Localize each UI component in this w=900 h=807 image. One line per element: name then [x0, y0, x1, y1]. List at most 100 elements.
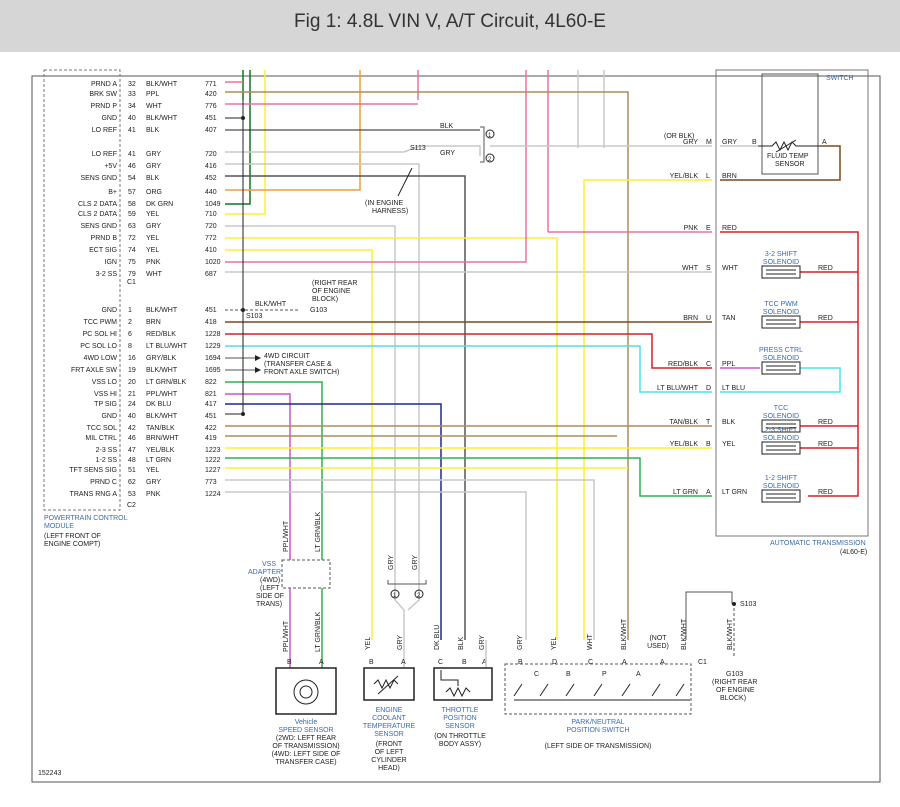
wire-trans-ltblu: [720, 367, 841, 393]
pcm-pin-number: 58: [128, 201, 136, 208]
vss-adapter-l5: SIDE OF: [256, 593, 284, 600]
trans-wire-color: YEL/BLK: [670, 441, 699, 448]
pcm-pin-circuit: 416: [205, 163, 217, 170]
pcm-pin-circuit: 772: [205, 235, 217, 242]
fluid-temp-box: [761, 73, 819, 175]
trans-out-color: RED: [818, 265, 833, 272]
tps-wire-c: DK BLU: [434, 625, 441, 650]
pnp-loc-line: (LEFT SIDE OF TRANSMISSION): [545, 743, 652, 750]
wire-ign: [225, 232, 527, 263]
ect-gry-wire: [394, 585, 420, 668]
trans-solenoid-name: TCC: [774, 405, 788, 412]
pcm-pin-circuit: 1228: [205, 331, 221, 338]
wire-cls2-yel: [225, 225, 396, 585]
s113-arrow: [397, 167, 413, 197]
pcm-pin-circuit: 418: [205, 319, 217, 326]
pcm-pin-circuit: 1222: [205, 457, 221, 464]
pcm-pin-label: TRANS RNG A: [70, 491, 118, 498]
pcm-pin-circuit: 407: [205, 127, 217, 134]
s113-blk: BLK: [440, 123, 454, 130]
trans-solenoid-coil-icon: [766, 365, 796, 371]
trans-inner-color: LT BLU: [722, 385, 745, 392]
pcm-pin-color: YEL: [146, 467, 159, 474]
s103-blkwht-upper: BLK/WHT: [255, 301, 287, 308]
trans-wire-color: TAN/BLK: [669, 419, 698, 426]
trans-pin: A: [706, 489, 711, 496]
tps-label-line: POSITION: [443, 715, 476, 722]
pcm-pin-circuit: 771: [205, 81, 217, 88]
pnp-g103-loc-3: BLOCK): [720, 695, 746, 702]
ect-gry2: GRY: [412, 555, 419, 570]
s113-n2: 2: [488, 157, 492, 163]
pcm-pin-number: 42: [128, 425, 136, 432]
pnp-pin-label: C: [588, 659, 593, 666]
pcm-pin-color: PPL/WHT: [146, 391, 178, 398]
g103-loc-upper-2: OF ENGINE: [312, 288, 351, 295]
trans-solenoid-name: TCC PWM: [764, 301, 798, 308]
wire-vss-lo: [225, 381, 323, 560]
ect-wire-a: GRY: [397, 635, 404, 650]
trans-out-color: RED: [818, 315, 833, 322]
s113-label: S113: [410, 145, 426, 152]
vss-adapter-l6: TRANS): [256, 601, 282, 608]
pcm-pin-number: 1: [128, 307, 132, 314]
pcm-pin-label: TCC PWM: [84, 319, 118, 326]
wire-vss-hi: [225, 393, 291, 560]
trans-wire-color: PNK: [684, 225, 699, 232]
pcm-pin-label: 3-2 SS: [96, 271, 118, 278]
pcm-pin-color: BLK/WHT: [146, 367, 178, 374]
pcm-pin-number: 63: [128, 223, 136, 230]
trans-solenoid-name: 1-2 SHIFT: [765, 475, 798, 482]
s113-node-1: [485, 129, 495, 139]
pcm-pin-label: LO REF: [92, 127, 117, 134]
trans-solenoid-coil-icon: [766, 493, 796, 499]
pcm-pin-number: 2: [128, 319, 132, 326]
trans-inner-color: YEL: [722, 441, 735, 448]
ect-n2: 2: [417, 593, 421, 599]
pcm-pin-circuit: 451: [205, 307, 217, 314]
pnp-s103-dot: [732, 602, 736, 606]
g103-loc-upper-3: BLOCK): [312, 296, 338, 303]
pcm-pin-circuit: 422: [205, 425, 217, 432]
vss-adapter-bot-a: PPL/WHT: [283, 620, 290, 652]
wire-pc-sol-lo: [225, 345, 712, 393]
pcm-pin-color: GRY: [146, 163, 161, 170]
pcm-pin-color: PNK: [146, 491, 161, 498]
pcm-pin-color: LT GRN: [146, 457, 171, 464]
pcm-pin-label: SENS GND: [80, 223, 117, 230]
ect-loc-line: HEAD): [378, 765, 400, 772]
pcm-pin-label: BRK SW: [89, 91, 117, 98]
trans-solenoid-name: PRESS CTRL: [759, 347, 803, 354]
trans-solenoid-coil: [761, 441, 801, 455]
trans-solenoid-coil: [761, 315, 801, 329]
vss-adapter-box: [281, 559, 331, 589]
pcm-pin-circuit: 1224: [205, 491, 221, 498]
pcm-pin-number: 33: [128, 91, 136, 98]
pnp-wire-note: (NOT: [649, 635, 667, 642]
wire-yellow-vert: [225, 70, 266, 215]
trans-solenoid-coil-icon: [766, 319, 796, 325]
pcm-connector-c2: C2: [127, 502, 136, 509]
vss-adapter-top-b: LT GRN/BLK: [315, 511, 322, 552]
trans-inner-color: WHT: [722, 265, 739, 272]
pcm-pin-number: 40: [128, 115, 136, 122]
pcm-pin-number: 19: [128, 367, 136, 374]
ect-loc-line: CYLINDER: [371, 757, 406, 764]
ect-sensor: GRY GRY 1 2 YEL GRY B A ENGINECOOLANTTEM…: [363, 555, 427, 772]
trans-wire-color: LT BLU/WHT: [657, 385, 699, 392]
trans-pin: C: [706, 361, 711, 368]
pcm-pin-label: +5V: [104, 163, 117, 170]
pcm-pin-circuit: 720: [205, 151, 217, 158]
ect-node-1: [390, 589, 400, 599]
pcm-pin-circuit: 720: [205, 223, 217, 230]
pnp-g103-loc-2: OF ENGINE: [716, 687, 755, 694]
pnp-wire-label: GRY: [517, 635, 524, 650]
vss-label-line: (2WD: LEFT REAR: [276, 735, 336, 742]
figure-id: 152243: [38, 770, 61, 777]
trans-solenoid-coil-icon: [766, 269, 796, 275]
tps-wire-a: GRY: [479, 635, 486, 650]
